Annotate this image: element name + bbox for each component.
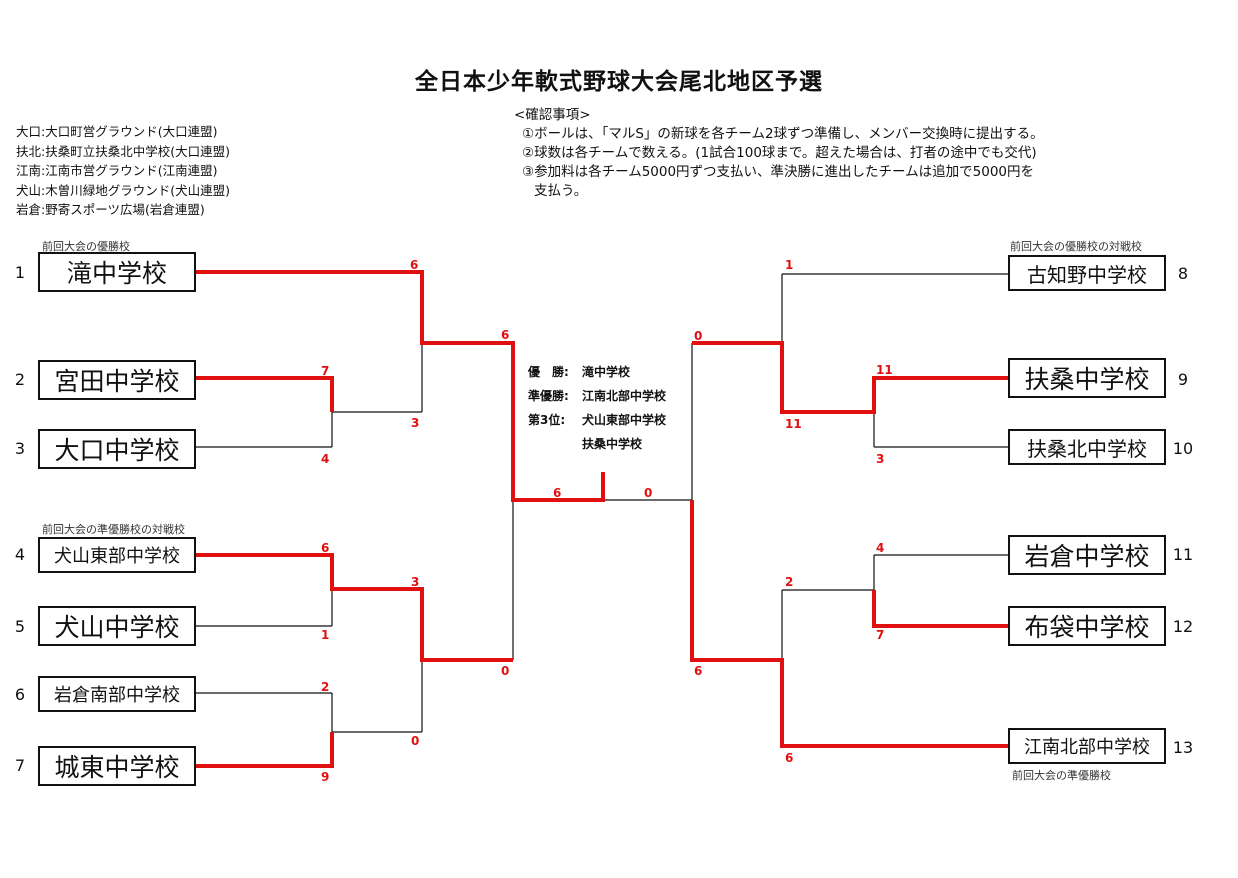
seed-number: 10: [1172, 439, 1194, 458]
score-label: 0: [694, 329, 703, 343]
team-box-10: 扶桑北中学校: [1008, 429, 1166, 465]
team-box-12: 布袋中学校: [1008, 606, 1166, 646]
score-label: 3: [876, 452, 885, 466]
win-path-2: [194, 376, 334, 412]
note-item: ②球数は各チームで数える。(1試合100球まで。超えた場合は、打者の途中でも交代…: [522, 145, 1037, 161]
seed-number: 9: [1177, 370, 1189, 389]
score-label: 3: [411, 416, 420, 430]
win-path-12: [872, 590, 1010, 628]
venue-item: 江南:江南市営グラウンド(江南連盟): [16, 163, 218, 178]
team-box-8: 古知野中学校: [1008, 255, 1166, 291]
bracket-lines-red: [194, 270, 1010, 768]
seed-number: 13: [1172, 738, 1194, 757]
caption-prev-champion: 前回大会の優勝校: [42, 240, 130, 253]
venue-list: 大口:大口町営グラウンド(大口連盟) 扶北:扶桑町立扶桑北中学校(大口連盟) 江…: [16, 122, 230, 220]
venue-item: 岩倉:野寄スポーツ広場(岩倉連盟): [16, 202, 205, 217]
seed-number: 11: [1172, 545, 1194, 564]
team-box-11: 岩倉中学校: [1008, 535, 1166, 575]
score-label: 3: [411, 575, 420, 589]
score-label: 7: [321, 364, 330, 378]
result-value: 滝中学校: [582, 365, 631, 379]
result-label: [528, 432, 582, 456]
score-label: 1: [785, 258, 794, 272]
result-value: 扶桑中学校: [582, 437, 643, 451]
seed-number: 3: [14, 439, 26, 458]
result-label: 優 勝:: [528, 365, 569, 379]
win-path-7: [194, 732, 334, 768]
score-label: 0: [501, 664, 510, 678]
score-label: 11: [876, 363, 893, 377]
score-label: 1: [321, 628, 330, 642]
team-box-9: 扶桑中学校: [1008, 358, 1166, 398]
venue-item: 犬山:木曽川緑地グラウンド(犬山連盟): [16, 182, 230, 198]
team-box-7: 城東中学校: [38, 746, 196, 786]
seed-number: 5: [14, 617, 26, 636]
caption-prev-runnerup-opponent: 前回大会の準優勝校の対戦校: [42, 523, 185, 536]
score-label: 7: [876, 628, 885, 642]
result-row: 扶桑中学校: [528, 432, 666, 456]
result-label: 第3位:: [528, 413, 566, 427]
seed-number: 1: [14, 263, 26, 282]
team-box-2: 宮田中学校: [38, 360, 196, 400]
page-title: 全日本少年軟式野球大会尾北地区予選: [415, 69, 823, 95]
venue-item: 扶北:扶桑町立扶桑北中学校(大口連盟): [16, 143, 230, 159]
result-row: 準優勝: 江南北部中学校: [528, 384, 666, 408]
team-box-6: 岩倉南部中学校: [38, 676, 196, 712]
result-value: 犬山東部中学校: [582, 413, 667, 427]
score-label: 2: [321, 680, 330, 694]
venue-item: 大口:大口町営グラウンド(大口連盟): [16, 124, 218, 139]
score-label: 0: [411, 734, 420, 748]
note-continuation: 支払う。: [534, 183, 588, 199]
win-path-9: [692, 341, 1010, 414]
note-item: ①ボールは、「マルS」の新球を各チーム2球ずつ準備し、メンバー交換時に提出する。: [522, 126, 1044, 142]
seed-number: 12: [1172, 617, 1194, 636]
results-block: 優 勝: 滝中学校 準優勝: 江南北部中学校 第3位: 犬山東部中学校 扶桑中学校: [528, 360, 666, 456]
team-box-5: 犬山中学校: [38, 606, 196, 646]
result-value: 江南北部中学校: [582, 389, 667, 403]
notes-block: <確認事項> ①ボールは、「マルS」の新球を各チーム2球ずつ準備し、メンバー交換…: [514, 106, 1044, 201]
score-label: 9: [321, 770, 330, 784]
score-label: 0: [644, 486, 653, 500]
score-label: 11: [785, 417, 802, 431]
score-label: 4: [321, 452, 330, 466]
team-box-4: 犬山東部中学校: [38, 537, 196, 573]
caption-prev-runnerup: 前回大会の準優勝校: [1012, 769, 1111, 782]
score-label: 2: [785, 575, 794, 589]
caption-prev-champion-opponent: 前回大会の優勝校の対戦校: [1010, 240, 1142, 253]
team-box-1: 滝中学校: [38, 252, 196, 292]
seed-number: 4: [14, 545, 26, 564]
score-label: 6: [694, 664, 703, 678]
result-row: 優 勝: 滝中学校: [528, 360, 666, 384]
notes-title: <確認事項>: [514, 107, 591, 123]
note-item: ③参加料は各チーム5000円ずつ支払い、準決勝に進出したチームは追加で5000円…: [522, 164, 1035, 180]
score-label: 6: [321, 541, 330, 555]
team-box-3: 大口中学校: [38, 429, 196, 469]
win-path-1: [194, 270, 605, 502]
result-row: 第3位: 犬山東部中学校: [528, 408, 666, 432]
score-label: 6: [553, 486, 562, 500]
score-label: 6: [410, 258, 419, 272]
seed-number: 2: [14, 370, 26, 389]
win-path-4: [194, 553, 513, 662]
score-label: 6: [501, 328, 510, 342]
team-box-13: 江南北部中学校: [1008, 728, 1166, 764]
result-label: 準優勝:: [528, 389, 569, 403]
win-path-13: [690, 500, 1010, 748]
seed-number: 6: [14, 685, 26, 704]
score-label: 6: [785, 751, 794, 765]
score-label: 4: [876, 541, 885, 555]
seed-number: 7: [14, 756, 26, 775]
seed-number: 8: [1177, 264, 1189, 283]
bracket-lines-black: [194, 273, 1010, 733]
